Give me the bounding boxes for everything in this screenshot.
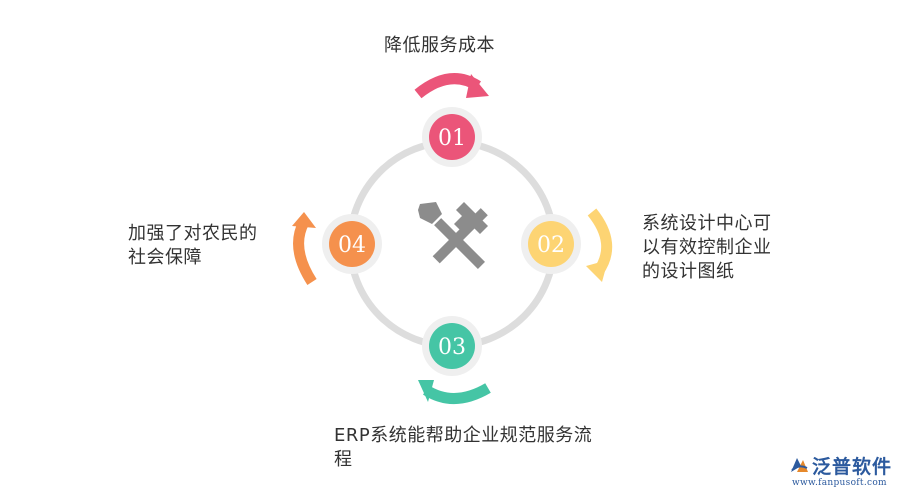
arrow-03-icon <box>418 380 491 404</box>
step-label-02-line-2: 以有效控制企业 <box>642 237 772 258</box>
step-label-03-line-1: ERP系统能帮助企业规范服务流 <box>334 425 593 446</box>
step-label-04-line-1: 加强了对农民的 <box>128 223 258 244</box>
logo-url: www.fanpusoft.com <box>792 478 887 488</box>
brand-logo: 泛普软件 www.fanpusoft.com <box>788 452 918 496</box>
step-label-04-line-2: 社会保障 <box>128 247 202 268</box>
fanpu-logo-icon <box>791 458 808 472</box>
step-label-03-line-2: 程 <box>334 449 353 470</box>
arrow-04-icon <box>292 212 317 285</box>
step-number-03: 03 <box>438 335 466 360</box>
step-label-02-line-1: 系统设计中心可 <box>642 213 772 234</box>
step-label-02-line-3: 的设计图纸 <box>642 261 735 282</box>
arrow-02-icon <box>586 208 613 282</box>
step-number-04: 04 <box>338 233 366 258</box>
step-label-01-line-1: 降低服务成本 <box>384 35 495 56</box>
logo-name: 泛普软件 <box>812 456 893 478</box>
step-node-01: 01 <box>422 107 482 167</box>
step-label-03: ERP系统能帮助企业规范服务流 程 <box>334 424 624 472</box>
step-node-04: 04 <box>322 214 382 274</box>
step-label-01: 降低服务成本 <box>384 34 495 58</box>
step-node-02: 02 <box>521 214 581 274</box>
arrow-01-icon <box>414 73 489 99</box>
hammer-and-wrench-icon <box>418 202 488 269</box>
step-node-03: 03 <box>422 316 482 376</box>
step-number-01: 01 <box>438 126 466 151</box>
step-label-02: 系统设计中心可 以有效控制企业 的设计图纸 <box>642 212 812 284</box>
step-label-04: 加强了对农民的 社会保障 <box>128 222 278 270</box>
step-number-02: 02 <box>537 233 565 258</box>
